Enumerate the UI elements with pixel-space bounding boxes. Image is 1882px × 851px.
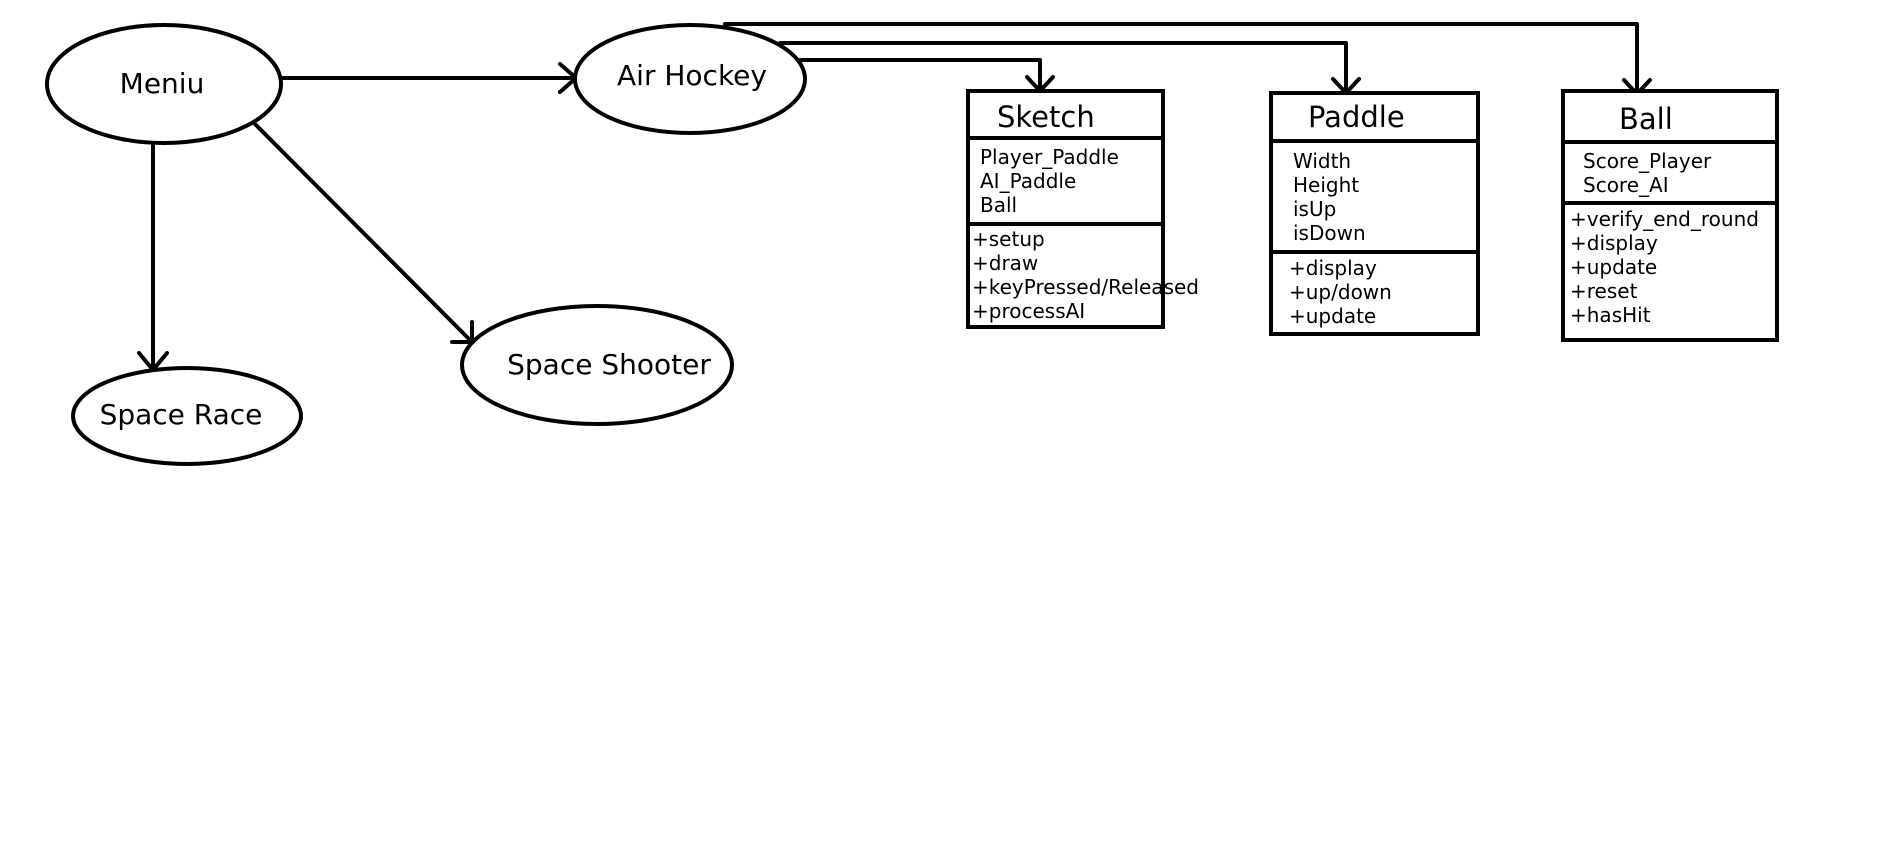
- class-sketch-attribute: Ball: [980, 193, 1017, 217]
- class-paddle-attribute: Width: [1293, 149, 1351, 173]
- class-ball-method: +verify_end_round: [1570, 207, 1759, 231]
- node-meniu-label: Meniu: [120, 67, 205, 100]
- class-ball-method: +display: [1570, 231, 1658, 255]
- class-ball: Ball Score_Player Score_AI +verify_end_r…: [1561, 89, 1779, 342]
- class-sketch-attribute: Player_Paddle: [980, 145, 1119, 169]
- arrow-meniu-to-space-race: [137, 142, 169, 372]
- class-paddle-method: +display: [1289, 256, 1377, 280]
- class-paddle: Paddle Width Height isUp isDown +display…: [1269, 91, 1480, 336]
- class-ball-method: +reset: [1570, 279, 1638, 303]
- node-space-shooter: Space Shooter: [460, 304, 734, 426]
- arrow-meniu-to-air-hockey: [279, 62, 578, 94]
- node-space-race: Space Race: [71, 366, 303, 466]
- node-space-race-label: Space Race: [100, 398, 263, 431]
- arrow-meniu-to-space-shooter: [253, 122, 474, 344]
- class-paddle-title: Paddle: [1308, 100, 1405, 134]
- arrow-air-hockey-to-sketch: [798, 58, 1055, 93]
- class-sketch-title: Sketch: [997, 100, 1095, 134]
- class-paddle-attribute: Height: [1293, 173, 1359, 197]
- node-air-hockey-label: Air Hockey: [617, 59, 767, 92]
- class-paddle-attribute: isUp: [1293, 197, 1336, 221]
- node-meniu: Meniu: [45, 23, 283, 145]
- node-air-hockey: Air Hockey: [573, 23, 807, 135]
- class-ball-method: +update: [1570, 255, 1657, 279]
- class-ball-attribute: Score_AI: [1583, 173, 1669, 197]
- class-paddle-method: +up/down: [1289, 280, 1392, 304]
- class-sketch-method: +processAI: [972, 299, 1085, 323]
- connectors: [137, 22, 1652, 372]
- class-sketch-method: +keyPressed/Released: [972, 275, 1199, 299]
- class-sketch-attribute: AI_Paddle: [980, 169, 1076, 193]
- class-paddle-attribute: isDown: [1293, 221, 1366, 245]
- class-sketch: Sketch Player_Paddle AI_Paddle Ball +set…: [966, 89, 1199, 329]
- arrow-air-hockey-to-paddle: [778, 41, 1361, 95]
- class-ball-method: +hasHit: [1570, 303, 1651, 327]
- class-sketch-method: +setup: [972, 227, 1045, 251]
- class-ball-title: Ball: [1619, 102, 1673, 136]
- node-space-shooter-label: Space Shooter: [507, 348, 711, 381]
- class-sketch-method: +draw: [972, 251, 1038, 275]
- class-ball-attribute: Score_Player: [1583, 149, 1712, 173]
- class-paddle-method: +update: [1289, 304, 1376, 328]
